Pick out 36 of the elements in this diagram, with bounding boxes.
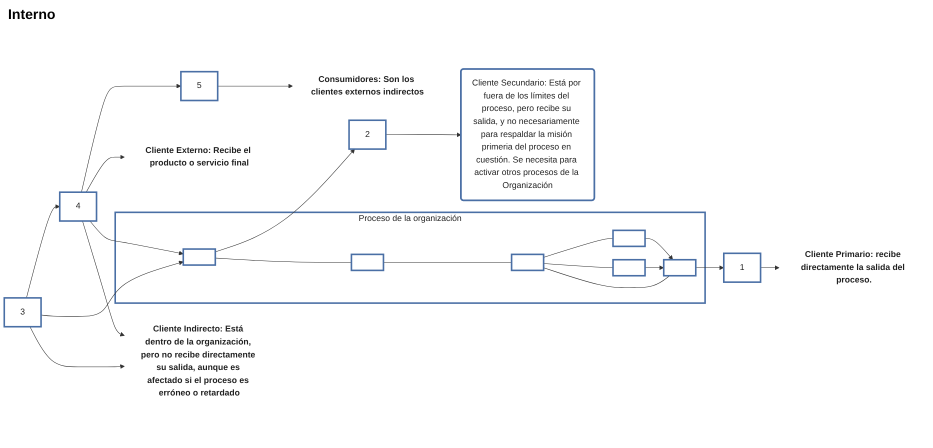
node-box: [612, 230, 646, 248]
arrow: [760, 266, 780, 270]
node-box: [612, 259, 646, 277]
node-box: 4: [58, 192, 98, 222]
node-text: Consumidores: Son los clientes externos indirectos: [310, 75, 424, 98]
arrow: [30, 326, 125, 370]
arrow: [217, 84, 293, 89]
node-text: Cliente Primario: recibe directamente la salida del proceso.: [800, 250, 905, 286]
connector: [383, 262, 512, 264]
connector: [543, 264, 614, 268]
arrow: [40, 261, 184, 317]
arrow: [86, 155, 125, 193]
arrow: [386, 132, 462, 138]
node-box: [510, 254, 544, 272]
arrow: [644, 238, 674, 260]
node-box: [182, 248, 216, 266]
connector: [543, 238, 614, 258]
cluster: Proceso de la organización: [114, 212, 706, 304]
node-box: 3: [3, 297, 42, 328]
arrow: [696, 266, 724, 270]
node-box: 1: [722, 252, 762, 284]
node-box: 5: [180, 71, 218, 102]
node-box: [662, 259, 697, 277]
node-box: 2: [348, 120, 387, 150]
arrow: [82, 221, 125, 337]
connector: [215, 258, 352, 264]
connector: [543, 268, 670, 288]
arrow: [90, 221, 184, 256]
arrow: [215, 149, 355, 252]
node-box: [350, 254, 384, 272]
arrow: [81, 84, 182, 193]
arrow: [26, 204, 60, 299]
node-text: Cliente Indirecto: Está dentro de la organización, pero no recibe directamente su salida, aunque es afectado si el proceso es erróneo o retardado: [140, 325, 256, 398]
side-label: Interno: [8, 6, 56, 22]
node-text: Cliente Externo: Recibe el producto o servicio final: [145, 146, 251, 168]
arrow: [644, 266, 664, 270]
